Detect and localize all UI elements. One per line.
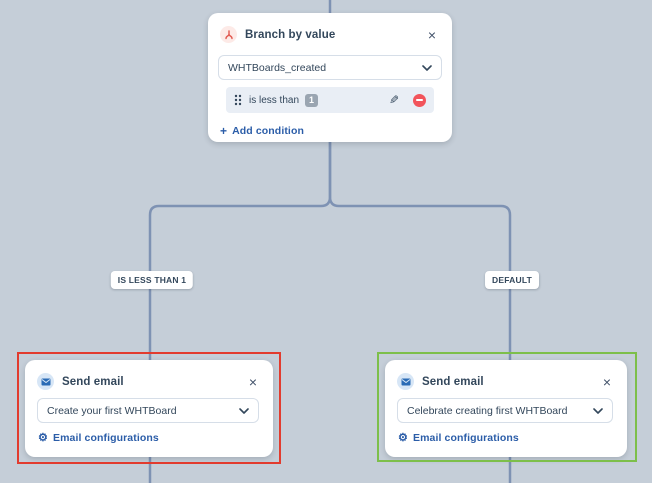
email-template-dropdown-left[interactable]: Create your first WHTBoard [37, 398, 259, 423]
condition-operator-text: is less than [249, 94, 300, 106]
add-condition-button[interactable]: + Add condition [220, 125, 304, 137]
email-node-close-icon[interactable]: × [602, 373, 611, 390]
add-condition-label: Add condition [232, 125, 304, 137]
branch-node-close-icon[interactable]: × [427, 26, 436, 43]
send-email-node-right[interactable]: Send email × Celebrate creating first WH… [385, 360, 627, 457]
branch-node-header: Branch by value × [208, 13, 452, 43]
highlight-box-red [17, 352, 281, 464]
gear-icon: ⚙ [38, 431, 48, 444]
branch-label-default: DEFAULT [485, 271, 539, 289]
chevron-down-icon [239, 407, 249, 414]
drag-handle-icon[interactable] [234, 94, 242, 106]
branch-property-dropdown[interactable]: WHTBoards_created [218, 55, 442, 80]
branch-by-value-node[interactable]: Branch by value × WHTBoards_created is l… [208, 13, 452, 142]
edit-pencil-icon[interactable]: ✎ [388, 93, 399, 107]
email-template-dropdown-right[interactable]: Celebrate creating first WHTBoard [397, 398, 613, 423]
highlight-box-green [377, 352, 637, 462]
condition-row: is less than 1 ✎ [226, 87, 434, 113]
email-icon [37, 373, 54, 390]
send-email-node-left[interactable]: Send email × Create your first WHTBoard … [25, 360, 273, 457]
email-configurations-label: Email configurations [412, 432, 519, 444]
branch-label-is-less-than: IS LESS THAN 1 [110, 271, 194, 289]
plus-icon: + [220, 124, 228, 138]
email-icon [397, 373, 414, 390]
email-configurations-link-right[interactable]: ⚙ Email configurations [398, 432, 519, 444]
chevron-down-icon [593, 407, 603, 414]
email-configurations-label: Email configurations [52, 432, 159, 444]
email-node-header: Send email × [385, 360, 627, 390]
branch-node-title: Branch by value [245, 28, 336, 41]
email-configurations-link-left[interactable]: ⚙ Email configurations [38, 432, 159, 444]
email-node-header: Send email × [25, 360, 273, 390]
gear-icon: ⚙ [398, 431, 408, 444]
email-node-close-icon[interactable]: × [248, 373, 257, 390]
condition-value-badge: 1 [305, 93, 319, 107]
branch-property-value: WHTBoards_created [228, 61, 327, 74]
email-node-title: Send email [62, 375, 124, 388]
remove-condition-icon[interactable] [413, 93, 426, 107]
email-node-title: Send email [422, 375, 484, 388]
chevron-down-icon [422, 64, 432, 71]
branch-icon [220, 26, 237, 43]
